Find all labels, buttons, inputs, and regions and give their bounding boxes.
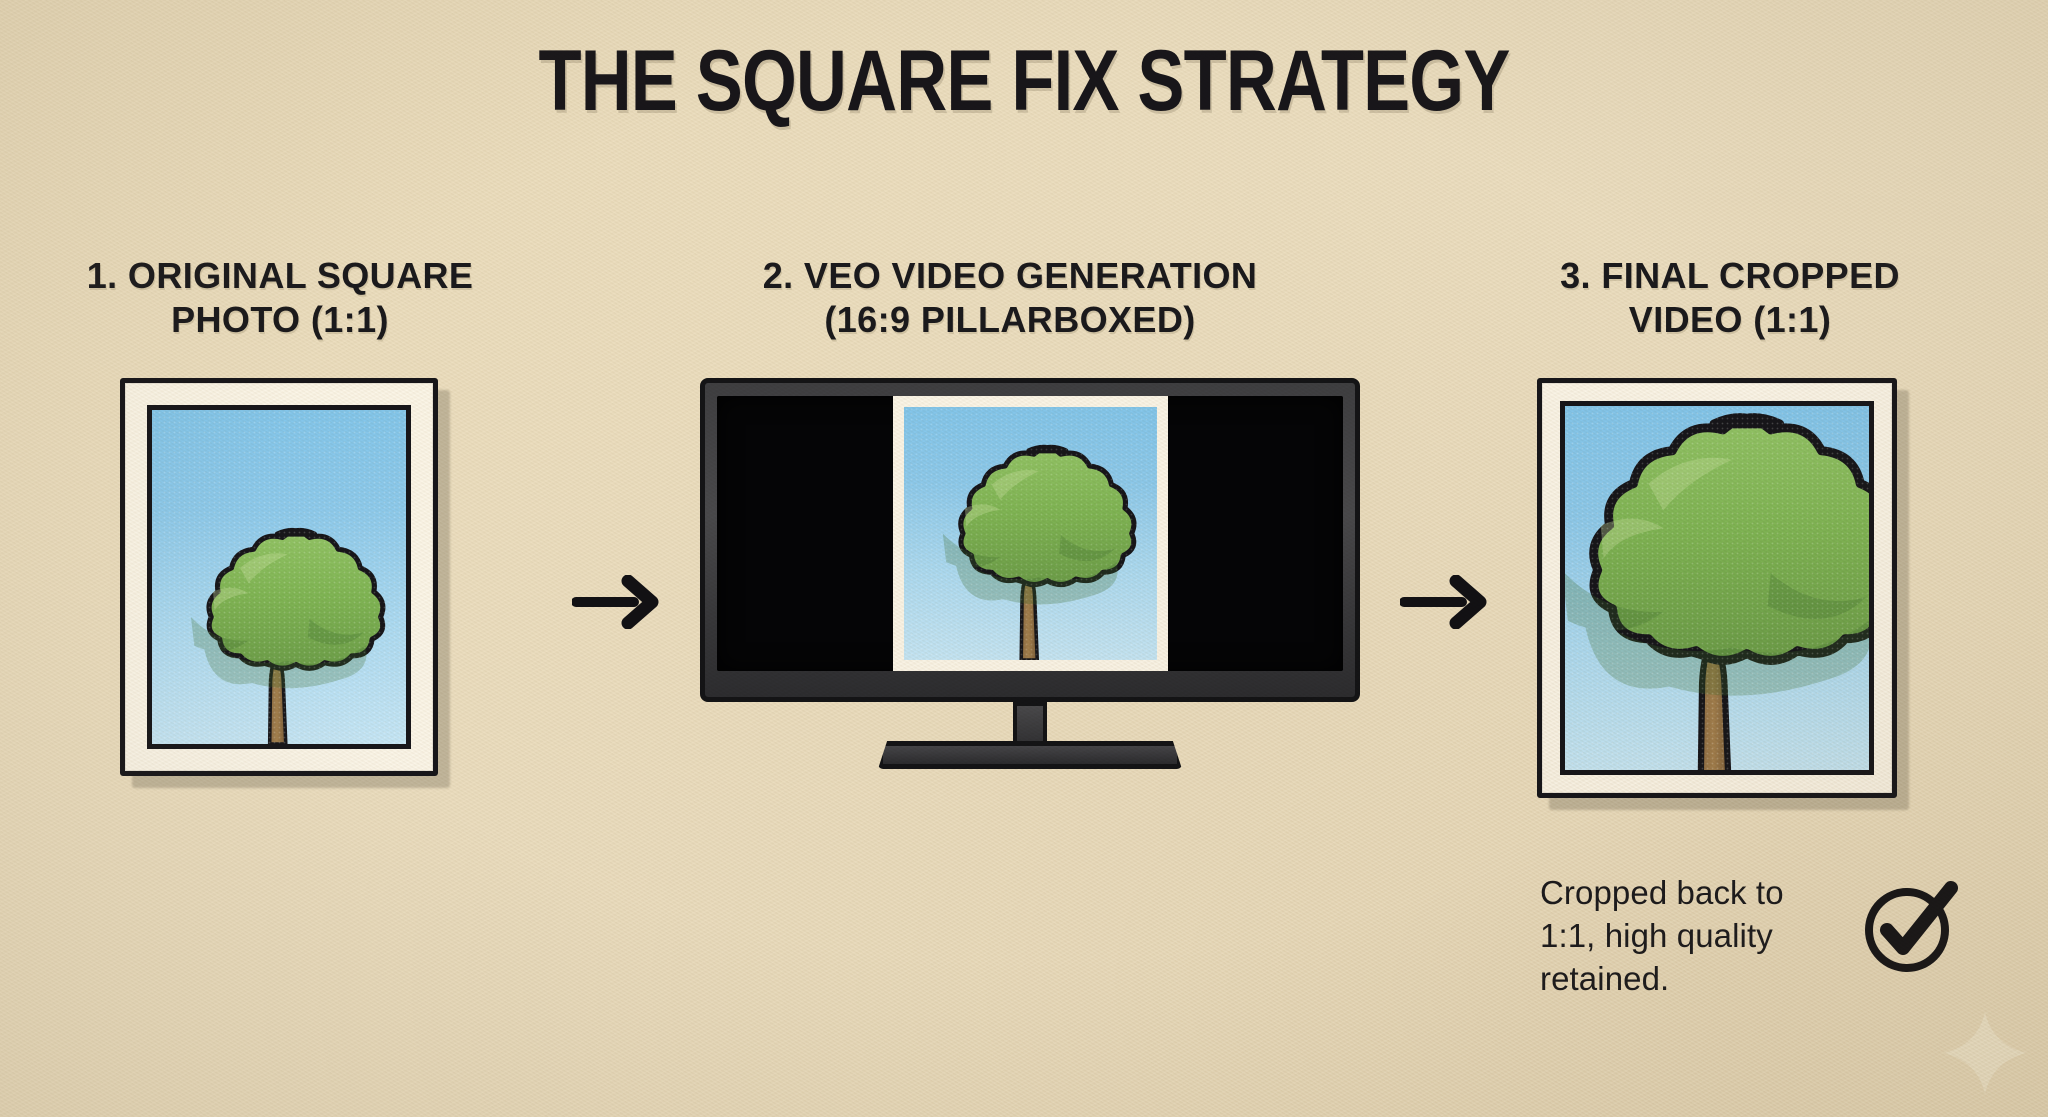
step-3-heading-line-1: 3. FINAL CROPPED [1560, 255, 1900, 296]
photo-frame-mat [1537, 378, 1897, 798]
tree-illustration [190, 527, 386, 744]
pillarboxed-photo-image [903, 407, 1157, 660]
step-2-heading-line-2: (16:9 PILLARBOXED) [824, 298, 1196, 340]
arrow-step2-to-step3 [1399, 574, 1490, 630]
check-circle-glyph [1865, 881, 1958, 972]
step-1-heading-line-1: 1. ORIGINAL SQUARE [86, 255, 474, 296]
step-1-photo-frame [120, 378, 450, 788]
arrow-right-icon [571, 574, 659, 630]
four-point-sparkle-icon [1944, 1012, 2026, 1094]
tv-screen [717, 396, 1343, 671]
photo-frame-mat [120, 378, 438, 776]
result-caption: Cropped back to 1:1, high quality retain… [1540, 872, 1810, 1001]
step-3-photo-frame [1537, 378, 1909, 810]
photo-image-tree-cropped [1560, 401, 1874, 775]
arrow-step1-to-step2 [571, 574, 662, 630]
tree-illustration-cropped [1565, 413, 1869, 770]
page-title: THE SQUARE FIX STRATEGY [538, 33, 1510, 129]
step-2-heading: 2. VEO VIDEO GENERATION (16:9 PILLARBOXE… [670, 254, 1350, 342]
step-2-television [700, 378, 1360, 769]
photo-image-tree [147, 405, 411, 749]
step-1-heading-line-2: PHOTO (1:1) [171, 298, 389, 340]
arrow-right-icon [1399, 574, 1487, 630]
tree-illustration [942, 444, 1136, 660]
caption-line-1: Cropped back to [1540, 874, 1784, 911]
caption-line-3: retained. [1540, 959, 1670, 997]
step-1-heading: 1. ORIGINAL SQUARE PHOTO (1:1) [40, 254, 520, 342]
tv-bezel [700, 378, 1360, 702]
step-3-heading: 3. FINAL CROPPED VIDEO (1:1) [1490, 254, 1970, 342]
pillarboxed-photo [892, 396, 1168, 671]
step-2-heading-line-1: 2. VEO VIDEO GENERATION [762, 255, 1258, 296]
tv-stand-base [878, 741, 1182, 769]
tv-stand-neck [1013, 702, 1047, 746]
check-circle-icon [1855, 872, 1965, 982]
caption-line-2: 1:1, high quality [1540, 916, 1773, 954]
step-3-heading-line-2: VIDEO (1:1) [1628, 298, 1832, 340]
sparkle-decoration [1940, 1008, 2030, 1098]
